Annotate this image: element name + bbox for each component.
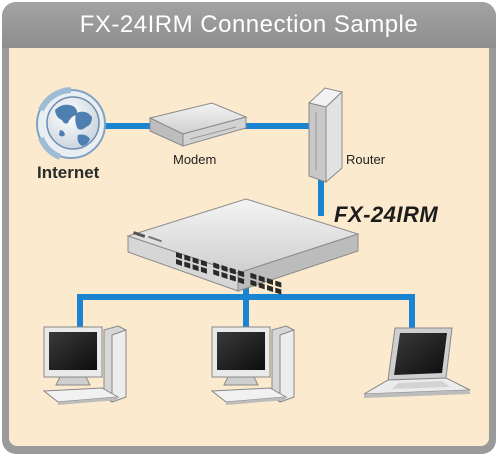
switch-port [238, 277, 245, 285]
switch-ports [176, 251, 282, 295]
switch-port [258, 275, 265, 283]
globe-icon [36, 87, 106, 160]
router-label: Router [346, 152, 386, 167]
switch-icon [126, 198, 360, 295]
router-icon [307, 87, 344, 184]
product-label: FX-24IRM [334, 202, 439, 227]
switch-port [184, 254, 191, 262]
switch-port [184, 261, 191, 269]
switch-port [229, 274, 236, 282]
switch-port [250, 272, 257, 280]
switch-port [267, 278, 273, 285]
switch-port [258, 282, 265, 290]
title-bar: FX-24IRM Connection Sample [2, 2, 496, 48]
switch-port [213, 262, 220, 270]
laptop-icon [363, 327, 471, 398]
switch-port [275, 280, 282, 288]
switch-port [176, 251, 182, 259]
modem-label: Modem [173, 152, 217, 167]
switch-port [192, 264, 199, 272]
switch-port [176, 259, 182, 266]
switch-port [200, 266, 207, 274]
switch-port [200, 259, 207, 267]
switch-port [267, 285, 273, 292]
desktop-pc-icon [42, 325, 127, 405]
switch-port [192, 257, 199, 265]
network-cables [77, 123, 415, 335]
desktop-pc-icon [210, 325, 295, 405]
switch-port [275, 287, 282, 295]
switch-port [213, 269, 220, 277]
diagram-title: FX-24IRM Connection Sample [79, 11, 419, 38]
switch-port [221, 265, 228, 272]
switch-port [238, 270, 245, 278]
internet-label: Internet [37, 163, 100, 182]
switch-port [250, 279, 257, 287]
switch-port [229, 267, 236, 275]
switch-port [221, 272, 228, 279]
modem-icon [148, 102, 248, 147]
